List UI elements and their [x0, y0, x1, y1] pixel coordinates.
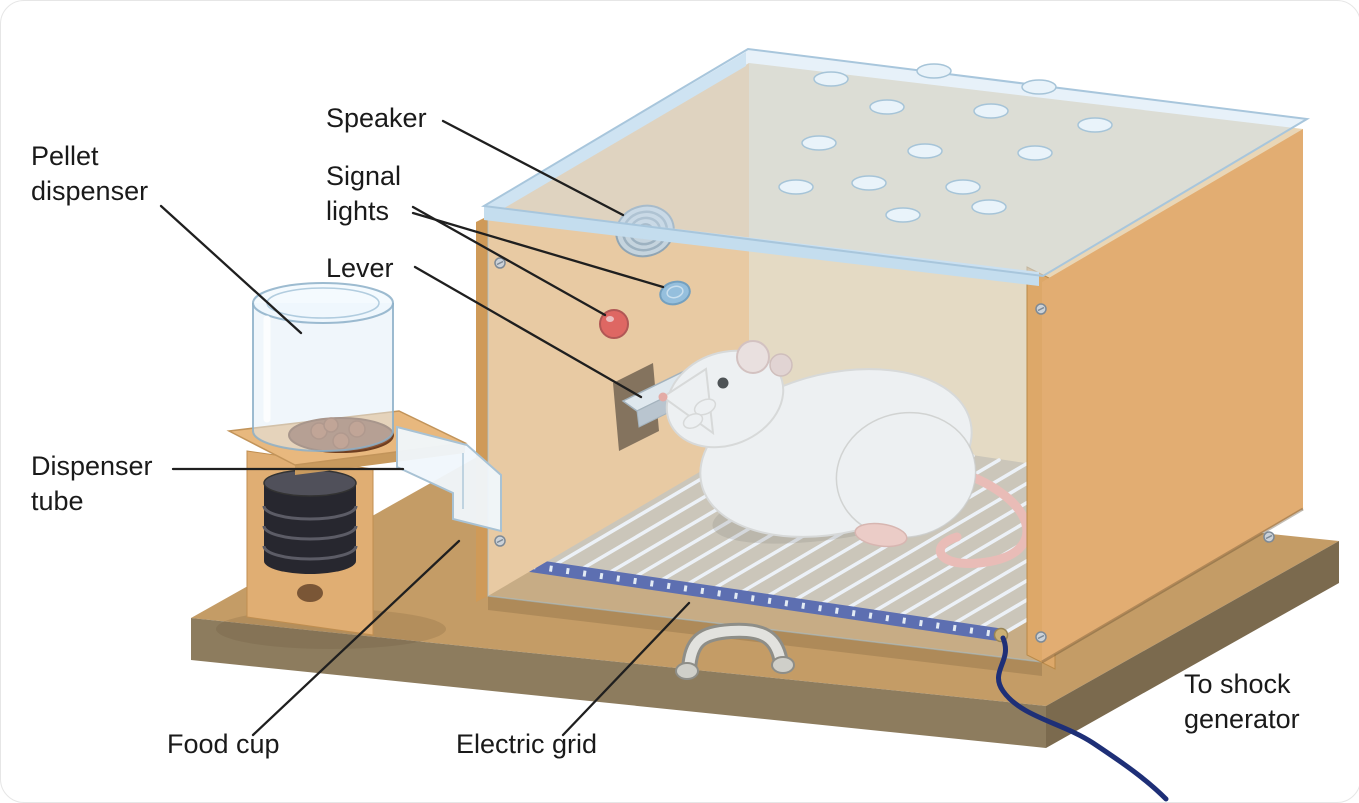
screws	[494, 257, 1275, 643]
rat-ear-far	[769, 353, 793, 377]
rat-tail	[935, 464, 1032, 568]
handle-graphic	[675, 622, 795, 680]
label-dispenser-tube: Dispenser tube	[31, 451, 153, 517]
lid-panel	[480, 47, 1311, 278]
lid-air-holes	[778, 63, 1113, 223]
pellet-dispenser-graphic	[226, 282, 502, 636]
shock-wire	[996, 635, 1169, 802]
handle-bar	[684, 625, 786, 674]
leader-food-cup	[251, 539, 461, 737]
motor-body	[264, 483, 356, 574]
left-wall-edge	[476, 216, 488, 602]
rat-nose	[658, 392, 668, 402]
motor-band	[262, 505, 358, 521]
label-lever: Lever	[326, 253, 394, 283]
handle-mount-left	[675, 662, 699, 680]
handle-mount-right	[771, 656, 795, 674]
leader-signal-light-blue	[411, 211, 665, 289]
shock-strip	[492, 553, 1002, 642]
base-right-face	[1046, 541, 1339, 748]
leader-pellet-dispenser	[159, 204, 303, 335]
pedestal-hole	[297, 584, 323, 602]
rat-eye	[717, 377, 729, 389]
signal-lights-graphic	[599, 280, 691, 339]
lid-front-edge	[484, 206, 1039, 286]
screw-icon	[1035, 631, 1047, 643]
label-food-cup: Food cup	[167, 729, 280, 759]
screw-icon	[1035, 303, 1047, 315]
red-light-highlight	[606, 316, 614, 322]
dispenser-tube-graphic	[396, 425, 502, 533]
label-speaker: Speaker	[326, 103, 427, 133]
rat-hind-foot	[854, 522, 908, 548]
screw-icon	[494, 257, 506, 269]
dispenser-motor	[262, 469, 358, 574]
label-signal-lights: Signal lights	[326, 161, 402, 227]
leader-speaker	[441, 119, 625, 217]
rat-haunch	[835, 411, 977, 539]
screw-icon	[1263, 531, 1275, 543]
rat-forepaw-2	[682, 412, 704, 430]
dispenser-cylinder	[252, 282, 394, 452]
blue-signal-light	[659, 280, 691, 306]
leader-lever	[413, 265, 643, 399]
base-front-face	[191, 618, 1046, 748]
motor-top	[263, 469, 357, 497]
motor-band	[262, 525, 358, 541]
right-wall-base-seam	[1041, 507, 1304, 664]
front-acrylic-panel	[487, 215, 1043, 663]
acrylic-lid	[480, 47, 1311, 286]
label-electric-grid: Electric grid	[456, 729, 598, 759]
red-signal-light	[599, 309, 629, 339]
screw-icon	[494, 535, 506, 547]
label-to-shock-generator: To shock generator	[1184, 669, 1300, 735]
leader-lines	[159, 119, 691, 737]
rat-ear-near	[736, 340, 770, 374]
right-wall	[1042, 129, 1303, 662]
leader-electric-grid	[561, 601, 691, 737]
blue-light-inner	[666, 285, 684, 299]
rat-graphic	[658, 340, 1032, 568]
cylinder-top	[252, 282, 394, 324]
rat-forepaw-1	[693, 398, 717, 416]
label-pellet-dispenser: Pellet dispenser	[31, 141, 149, 207]
cylinder-body	[252, 303, 394, 452]
leader-signal-light-red	[411, 205, 607, 317]
motor-band	[262, 545, 358, 561]
